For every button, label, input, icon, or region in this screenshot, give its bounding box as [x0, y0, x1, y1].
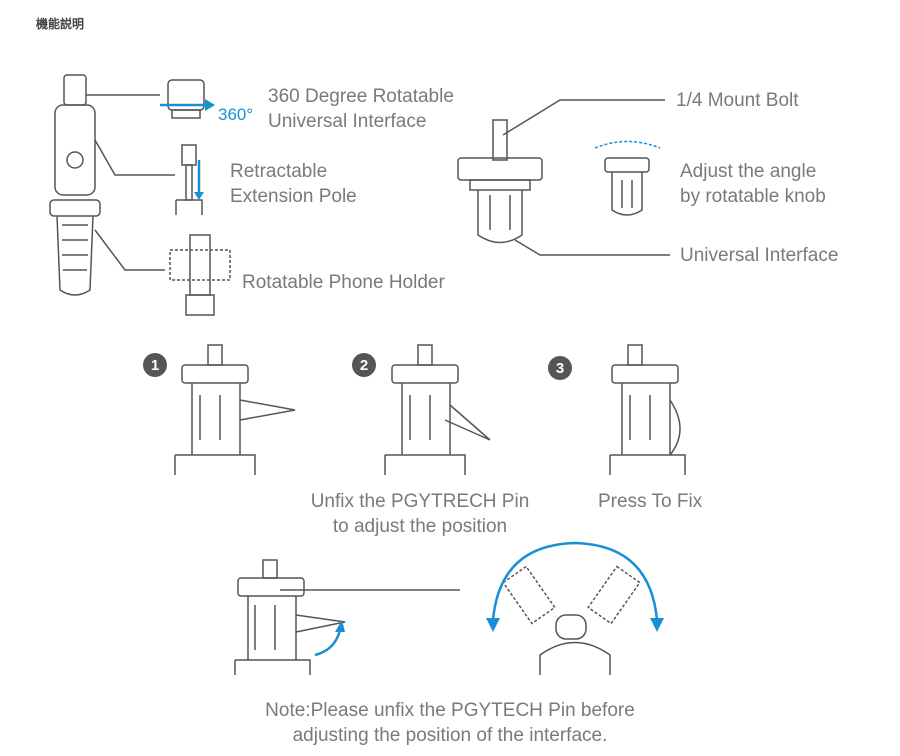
retractable-label-1: Retractable: [230, 161, 328, 182]
step-2-badge: [352, 353, 376, 377]
step-1-badge: [143, 353, 167, 377]
step-2-illustration: [384, 344, 491, 475]
unfix-caption-1: Unfix the PGYTRECH Pin: [310, 491, 530, 512]
note-mount-illustration: [234, 559, 460, 675]
step-3-illustration: [609, 344, 686, 475]
note-line-2: adjusting the position of the interface.: [292, 725, 608, 746]
knob-rotate-icon: [594, 140, 661, 149]
universal-interface-label: Universal Interface: [680, 245, 839, 266]
degree-label: 360°: [218, 105, 254, 124]
unfix-arrow-icon: [314, 629, 342, 657]
phone-holder-label: Rotatable Phone Holder: [242, 272, 445, 293]
extension-pole-illustration: [175, 144, 203, 215]
phone-holder-illustration: [169, 234, 231, 316]
rotatable-label-2: Universal Interface: [268, 111, 427, 132]
adjust-label-1: Adjust the angle: [680, 161, 817, 182]
section-title: 機能説明: [36, 17, 85, 31]
mount-bolt-label: 1/4 Mount Bolt: [676, 90, 799, 111]
selfie-stick-illustration: [49, 74, 101, 296]
step-1-illustration: [174, 344, 296, 475]
rotation-illustration: [502, 565, 641, 675]
unfix-caption-2: to adjust the position: [332, 516, 508, 537]
step-number: 2: [360, 357, 368, 374]
swing-arc-icon: [491, 541, 659, 621]
step-number: 3: [556, 360, 564, 377]
press-to-fix-caption: Press To Fix: [598, 491, 703, 512]
retractable-label-2: Extension Pole: [230, 186, 357, 207]
mount-bolt-illustration: [457, 119, 543, 244]
step-badges: [143, 353, 572, 380]
knob-illustration: [604, 157, 650, 216]
interface-illustration: [167, 79, 205, 119]
step-number: 1: [151, 357, 159, 374]
rotatable-label-1: 360 Degree Rotatable: [268, 86, 454, 107]
note-line-1: Note:Please unfix the PGYTECH Pin before: [265, 700, 635, 721]
step-3-badge: [548, 356, 572, 380]
adjust-label-2: by rotatable knob: [680, 186, 826, 207]
